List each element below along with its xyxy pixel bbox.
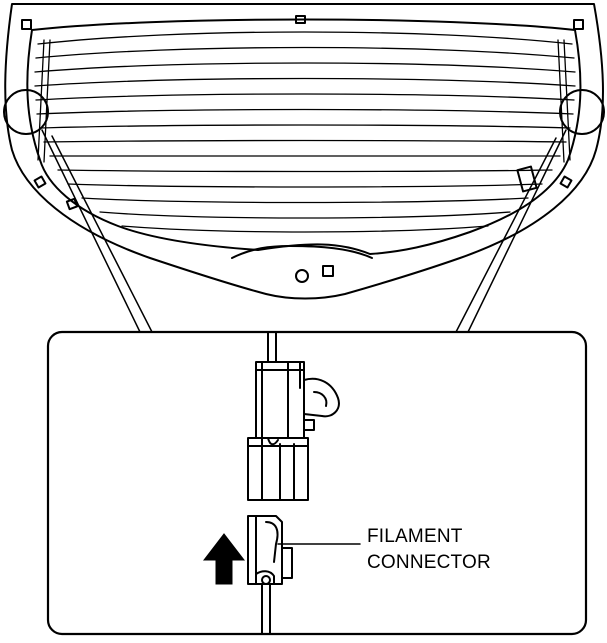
filament-terminal-connector (247, 515, 293, 585)
mount-tab-top-left (21, 19, 32, 30)
circle-highlight-icon (559, 89, 605, 135)
washer-hole (295, 269, 309, 283)
bottom-tab (322, 265, 334, 277)
mount-tab-lower-left (65, 197, 79, 211)
lower-connector-housing (247, 437, 309, 501)
upper-wire (267, 331, 277, 363)
bottom-notch (231, 245, 373, 259)
glass-inner-edge (26, 18, 582, 255)
lower-wire (261, 583, 271, 635)
callout-label-connector: CONNECTOR (367, 552, 491, 573)
circle-highlight-icon (3, 89, 49, 135)
defroster-filament-lines (34, 31, 576, 233)
detail-inset-box (46, 330, 588, 636)
left-bus-bar (37, 39, 51, 163)
callout-label-filament: FILAMENT (367, 526, 463, 547)
leader-line-right (455, 129, 567, 333)
up-arrow-icon (202, 533, 246, 585)
right-bus-bar (557, 39, 571, 163)
mount-tab-top-center (295, 15, 306, 24)
mount-tab-right (559, 175, 573, 189)
mount-tab-left (33, 175, 47, 189)
mount-tab-top-right (573, 19, 584, 30)
leader-line-left (41, 129, 153, 333)
glass-outer-edge (4, 3, 604, 300)
